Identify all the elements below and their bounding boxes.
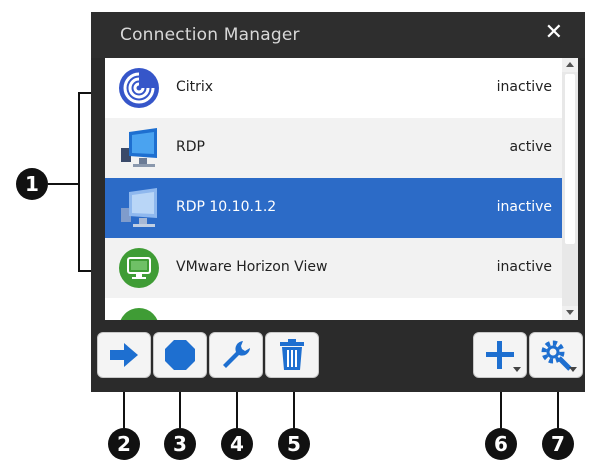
connection-list: Citrix inactive RDP active	[105, 58, 562, 320]
edit-button[interactable]	[209, 332, 263, 378]
connection-name: RDP	[176, 139, 205, 155]
scroll-up-button[interactable]	[562, 58, 578, 72]
wrench-icon	[223, 341, 250, 368]
close-icon[interactable]: ✕	[544, 20, 563, 45]
callout-4: 4	[221, 428, 253, 460]
window-title: Connection Manager	[120, 25, 300, 45]
callout-5: 5	[278, 428, 310, 460]
settings-gear-icon	[541, 340, 572, 371]
callout-leader-5	[293, 392, 295, 428]
connection-manager-window: Connection Manager ✕ Citrix inactive	[91, 12, 585, 392]
list-scrollbar[interactable]	[562, 58, 578, 320]
callout-leader-6	[500, 392, 502, 428]
dropdown-caret-icon	[569, 367, 577, 372]
stop-button[interactable]	[153, 332, 207, 378]
connection-row-citrix[interactable]: Citrix inactive	[105, 58, 562, 118]
delete-button[interactable]	[265, 332, 319, 378]
callout-1: 1	[16, 168, 48, 200]
connection-status: inactive	[496, 199, 552, 215]
rdp-monitor-icon	[117, 186, 161, 230]
vmware-icon	[117, 246, 161, 290]
callout-7: 7	[542, 428, 574, 460]
plus-icon	[486, 341, 514, 369]
scroll-thumb[interactable]	[565, 74, 575, 244]
settings-button[interactable]	[529, 332, 583, 378]
stop-icon	[165, 340, 195, 370]
connection-row-partial[interactable]	[105, 298, 562, 320]
connection-row-rdp-10-10-1-2[interactable]: RDP 10.10.1.2 inactive	[105, 178, 562, 238]
rdp-monitor-icon	[117, 126, 161, 170]
callout-leader-3	[179, 392, 181, 428]
dropdown-caret-icon	[513, 367, 521, 372]
connect-button[interactable]	[97, 332, 151, 378]
vmware-icon	[117, 306, 161, 320]
connect-arrow-icon	[110, 343, 138, 367]
trash-icon	[280, 339, 304, 370]
callout-2: 2	[108, 428, 140, 460]
callout-leader-4	[236, 392, 238, 428]
callout-bracket-stub	[48, 183, 78, 185]
connection-row-vmware-horizon-view[interactable]: VMware Horizon View inactive	[105, 238, 562, 298]
citrix-icon	[117, 66, 161, 110]
callout-leader-2	[123, 392, 125, 428]
add-connection-button[interactable]	[473, 332, 527, 378]
connection-status: inactive	[496, 259, 552, 275]
scroll-down-button[interactable]	[562, 306, 578, 320]
callout-6: 6	[485, 428, 517, 460]
callout-3: 3	[164, 428, 196, 460]
connection-name: RDP 10.10.1.2	[176, 199, 277, 215]
toolbar	[91, 320, 585, 392]
connection-status: inactive	[496, 79, 552, 95]
connection-row-rdp[interactable]: RDP active	[105, 118, 562, 178]
title-bar: Connection Manager ✕	[91, 12, 585, 58]
connection-name: VMware Horizon View	[176, 259, 328, 275]
connection-name: Citrix	[176, 79, 214, 95]
callout-bracket-vertical	[78, 92, 80, 272]
connection-status: active	[509, 139, 552, 155]
callout-leader-7	[557, 392, 559, 428]
